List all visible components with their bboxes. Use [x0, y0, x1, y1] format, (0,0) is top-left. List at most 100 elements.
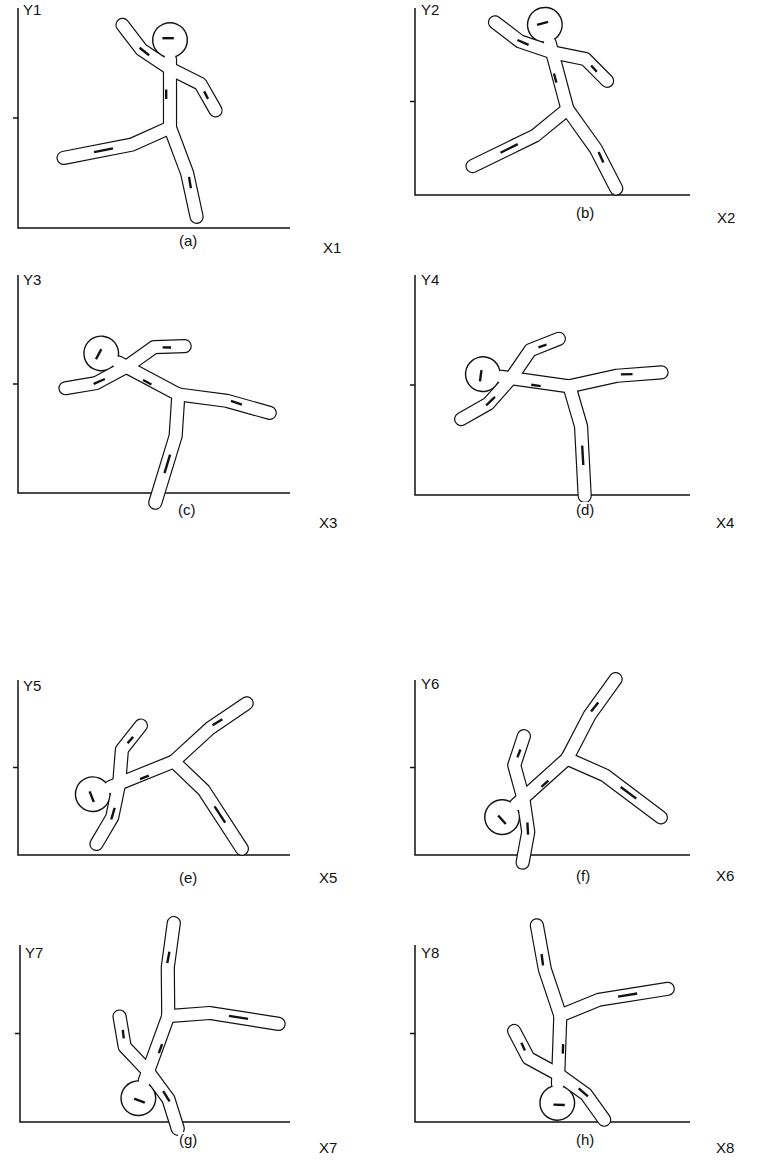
human-figure [35, 305, 278, 531]
figure-panel [13, 8, 290, 228]
marker-dash [538, 344, 546, 349]
limb-fill [567, 102, 616, 195]
limb-outline [549, 679, 633, 759]
limb-fill [511, 333, 559, 384]
axis-tick [13, 117, 18, 119]
marker-dash [517, 38, 528, 48]
axis-label: X4 [715, 515, 735, 532]
axis-label: X5 [318, 870, 338, 887]
axis-label: X1 [322, 240, 342, 257]
limb-outline [178, 371, 269, 436]
marker-dash [553, 1103, 564, 1106]
marker-dash [522, 822, 534, 834]
marker-dash [108, 808, 119, 820]
limb-fill [552, 40, 607, 92]
head-outline [152, 22, 188, 58]
limb-outline [569, 360, 661, 399]
marker-dash [96, 349, 101, 359]
marker-dash [531, 385, 540, 386]
limb-outline [555, 386, 600, 496]
limb-outline [567, 102, 616, 195]
limb-fill [555, 386, 600, 496]
limb-outline [493, 736, 555, 798]
limb-fill [170, 128, 197, 217]
limb-outline [168, 988, 278, 1053]
axis-label: X7 [318, 1140, 338, 1157]
marker-dash [165, 90, 167, 100]
axes [20, 945, 290, 1122]
axes [415, 680, 690, 855]
axis-tick [13, 383, 18, 385]
axis-label: Y2 [420, 2, 440, 19]
axes [18, 8, 290, 228]
axis-label: Y6 [420, 676, 440, 693]
panel-caption: (g) [178, 1132, 198, 1149]
limb-fill [126, 327, 184, 387]
marker-dash [621, 373, 633, 376]
marker-dash [161, 1091, 173, 1101]
axis-label: Y3 [22, 272, 42, 289]
limb-outline [567, 738, 661, 837]
marker-dash [499, 144, 518, 153]
head-fill [479, 794, 526, 841]
axis-tick [410, 1033, 415, 1035]
figure-panel [410, 925, 690, 1125]
limb-fill [168, 988, 278, 1053]
panel-caption: (a) [178, 233, 198, 250]
marker-dash [618, 993, 637, 997]
marker-dash [590, 702, 600, 711]
figure-panel [13, 680, 296, 900]
human-figure [89, 917, 298, 1152]
head-fill [79, 331, 124, 376]
marker-dash [215, 805, 226, 824]
marker-dash [159, 1044, 162, 1053]
axis-label: X2 [716, 210, 736, 227]
figure-panel [410, 275, 690, 504]
limb-fill [164, 703, 257, 761]
marker-dash [580, 446, 586, 465]
marker-dash [90, 791, 94, 802]
axes [18, 275, 290, 493]
marker-dash [486, 396, 495, 406]
limb-fill [465, 109, 576, 166]
figure-panel [410, 0, 690, 223]
axis-label: X3 [318, 515, 338, 532]
marker-dash [521, 1043, 525, 1051]
marker-dash [212, 719, 223, 725]
human-figure [64, 22, 216, 217]
marker-dash [554, 73, 556, 82]
limb-fill [64, 128, 170, 158]
panel-caption: (d) [575, 502, 595, 519]
limb-fill [128, 394, 205, 502]
limb-outline [560, 985, 667, 1019]
figure-panel [15, 917, 299, 1152]
marker-dash [231, 399, 242, 406]
limb-fill [170, 69, 216, 111]
marker-dash [578, 1088, 588, 1096]
marker-dash [541, 781, 548, 787]
limb-fill [534, 925, 564, 1015]
limb-fill [493, 736, 555, 798]
marker-dash [562, 1044, 565, 1053]
marker-dash [591, 64, 597, 72]
head-fill [153, 23, 186, 56]
axes [18, 680, 290, 855]
human-figure [59, 686, 297, 900]
figure-panel [410, 665, 705, 908]
marker-dash [134, 1099, 145, 1103]
marker-dash [94, 148, 113, 152]
marker-dash [120, 1030, 126, 1038]
limb-outline [143, 923, 199, 1016]
limb-outline [170, 69, 216, 111]
axis-label: X8 [715, 1140, 735, 1157]
axis-tick [410, 767, 415, 769]
human-figure [437, 0, 634, 223]
limb-fill [549, 679, 633, 759]
axis-tick [15, 1033, 20, 1035]
marker-dash [189, 177, 191, 188]
axes [415, 275, 690, 495]
limb-fill [560, 985, 667, 1019]
axis-tick [410, 101, 415, 103]
marker-dash [140, 776, 149, 780]
